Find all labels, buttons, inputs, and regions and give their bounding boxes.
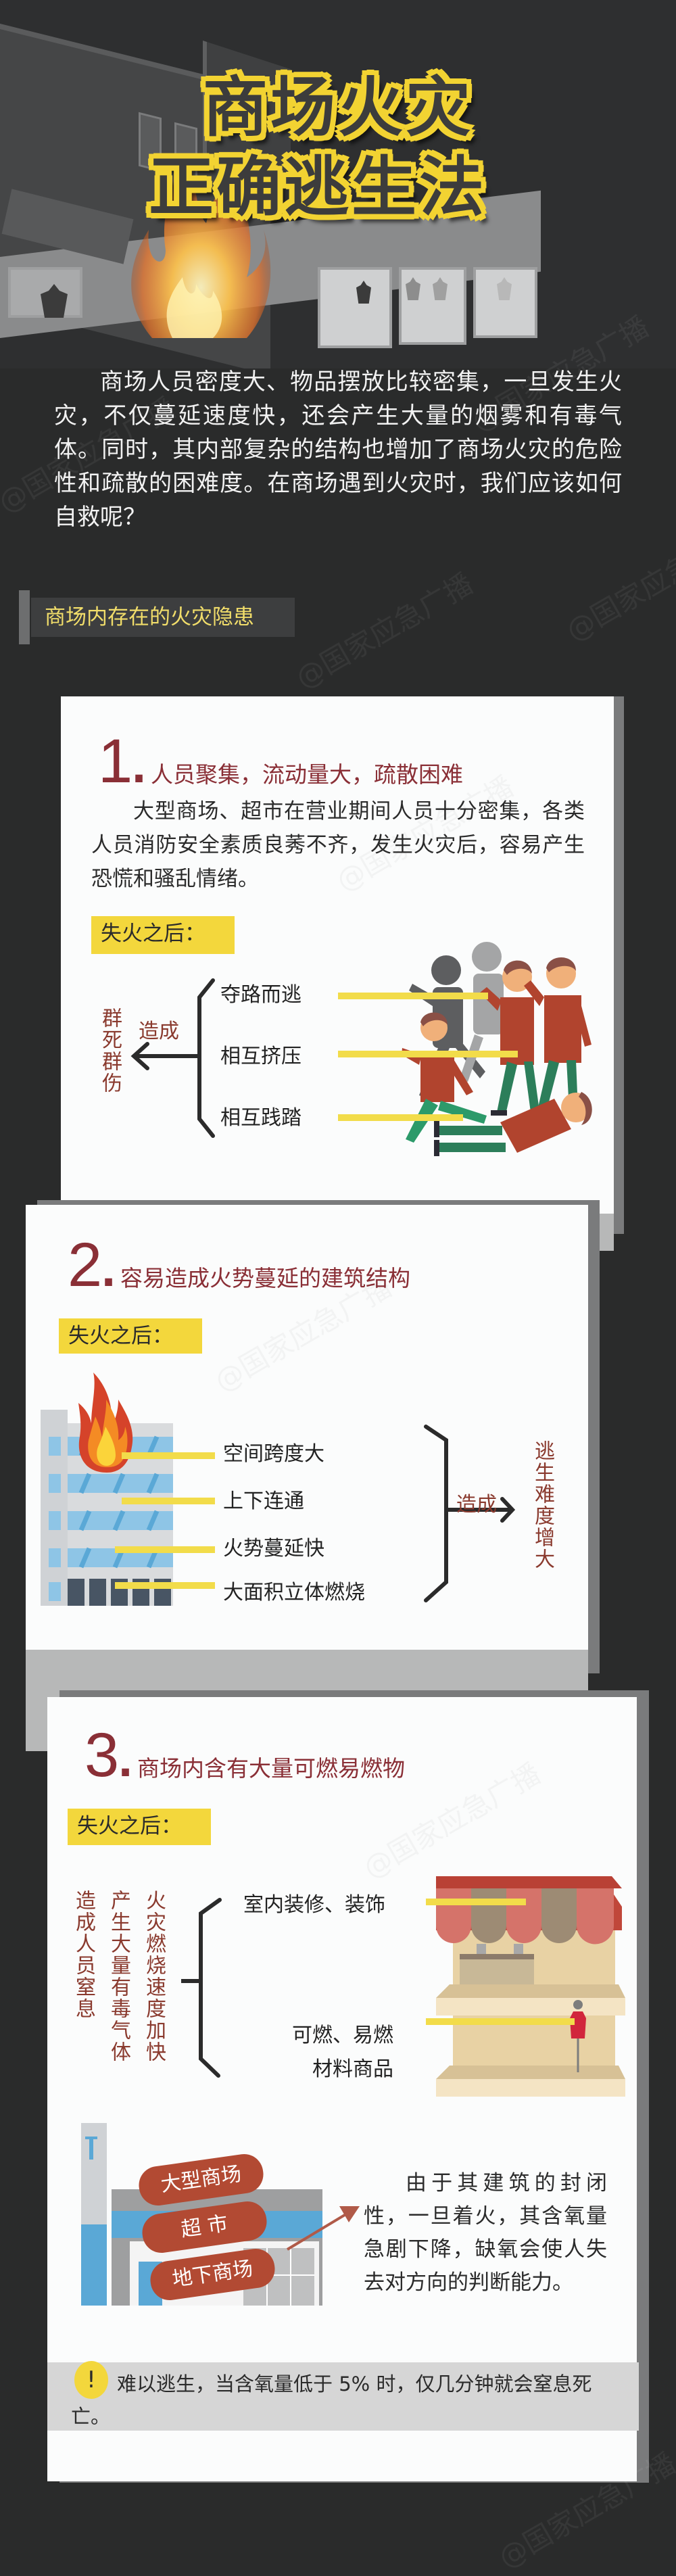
watermark-text: @国家应急广播 [289, 567, 479, 695]
bracket-connector [130, 978, 215, 1138]
card-3-title: 3. 商场内含有大量可燃易燃物 [84, 1721, 405, 1790]
result-text: 造成人员窒息 [72, 1890, 95, 2020]
card-2-title: 2. 容易造成火势蔓延的建筑结构 [68, 1231, 410, 1299]
fire-icon [78, 1373, 133, 1473]
consequence-item: 上下连通 [223, 1489, 304, 1513]
card-1-title: 1. 人员聚集，流动量大，疏散困难 [98, 727, 463, 796]
card-number: 3 [84, 1721, 119, 1790]
bracket-connector [181, 1898, 222, 2078]
warning-text: 难以逃生，当含氧量低于 5% 时，仅几分钟就会窒息死亡。 [71, 2372, 592, 2428]
arrow-icon [286, 2206, 360, 2251]
pointer-line [426, 2018, 575, 2025]
hero-title: 商场火灾 正确逃生法 [142, 68, 534, 227]
card-title-text: 容易造成火势蔓延的建筑结构 [120, 1265, 410, 1291]
consequence-item: 火势蔓延快 [223, 1537, 324, 1560]
result-text: 产生大量有毒气体 [107, 1890, 130, 2063]
after-fire-tag: 失火之后： [59, 1318, 202, 1354]
card-title-text: 商场内含有大量可燃易燃物 [137, 1755, 405, 1782]
pointer-line [338, 993, 488, 999]
result-text: 火灾燃烧速度加快 [142, 1890, 166, 2063]
pointer-line [115, 1582, 215, 1589]
cause-label: 造成 [456, 1493, 497, 1517]
after-fire-tag: 失火之后： [91, 916, 235, 954]
bracket-connector [424, 1425, 516, 1602]
shop-window [318, 267, 392, 348]
mannequin-icon [433, 277, 448, 300]
card-number: 2 [68, 1231, 102, 1299]
source-item: 材料商品 [312, 2057, 393, 2081]
heading-accent-bar [19, 590, 30, 644]
warning-banner [47, 2362, 639, 2431]
consequence-item: 相互挤压 [220, 1045, 301, 1068]
warning-icon: ! [74, 2361, 108, 2399]
mannequin-icon [497, 277, 512, 300]
mannequin-icon [406, 277, 420, 300]
crowd-illustration [402, 942, 592, 1156]
fire-icon [131, 135, 271, 338]
consequence-item: 夺路而逃 [220, 983, 301, 1007]
source-item: 可燃、易燃 [292, 2024, 393, 2047]
shop-window [473, 267, 537, 338]
pointer-line [338, 1051, 518, 1057]
title-line-2: 正确逃生法 [149, 149, 487, 225]
shop-window [399, 267, 466, 345]
pointer-line [115, 1546, 215, 1553]
consequence-item: 大面积立体燃烧 [223, 1581, 365, 1604]
shop-stall-icon [436, 1876, 625, 2097]
card-number: 1 [98, 727, 132, 796]
watermark-text: @国家应急广播 [560, 519, 676, 648]
pointer-line [426, 1899, 526, 1905]
result-text: 群死群伤 [98, 1007, 122, 1094]
mannequin-icon [356, 281, 371, 304]
title-line-1: 商场火灾 [203, 70, 473, 145]
section-heading-label: 商场内存在的火灾隐患 [31, 598, 295, 637]
consequence-item: 空间跨度大 [223, 1442, 324, 1466]
hero-banner: 商场火灾 正确逃生法 [0, 0, 676, 368]
intro-paragraph: 商场人员密度大、物品摆放比较密集，一旦发生火灾，不仅蔓延速度快，还会产生大量的烟… [54, 368, 622, 531]
after-fire-tag: 失火之后： [68, 1809, 211, 1845]
consequence-item: 相互践踏 [220, 1106, 301, 1130]
pointer-line [122, 1498, 215, 1504]
card-1-body: 大型商场、超市在营业期间人员十分密集，各类人员消防安全素质良莠不齐，发生火灾后，… [91, 799, 585, 891]
cause-label: 造成 [139, 1020, 179, 1043]
pointer-line [122, 1452, 215, 1459]
pointer-line [338, 1114, 463, 1121]
card-title-text: 人员聚集，流动量大，疏散困难 [150, 761, 463, 788]
source-item: 室内装修、装饰 [243, 1893, 385, 1917]
result-text: 逃生难度增大 [531, 1440, 554, 1570]
explain-paragraph: 由于其建筑的封闭性，一旦着火，其含氧量急剧下降，缺氧会使人失去对方向的判断能力。 [364, 2171, 607, 2295]
